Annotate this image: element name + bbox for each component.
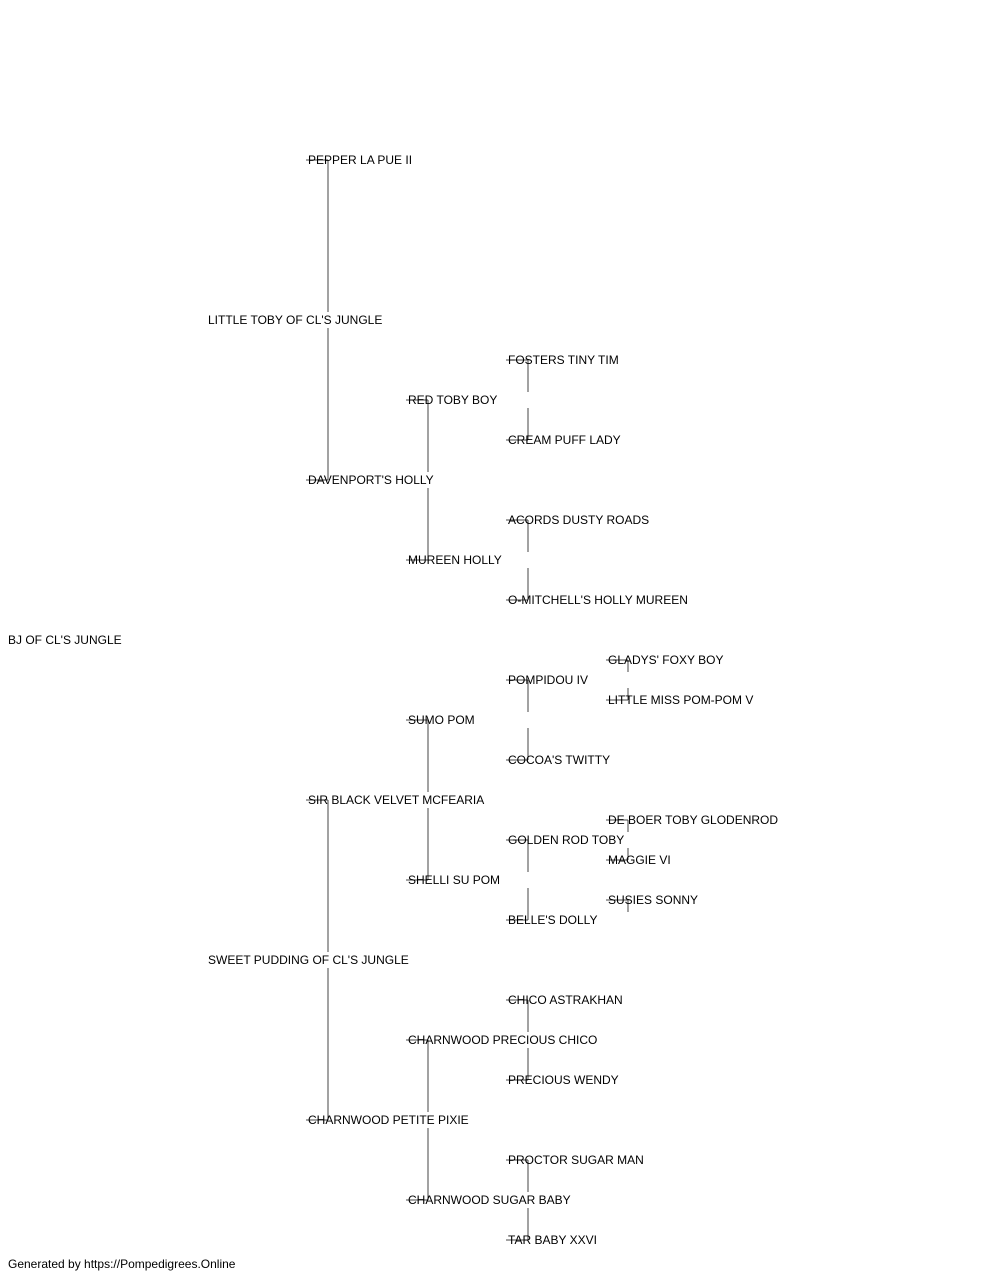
- pedigree-name-dam-sire-sire-sire: POMPIDOU IV: [508, 673, 588, 687]
- pedigree-names: BJ OF CL'S JUNGLE LITTLE TOBY OF CL'S JUN…: [8, 153, 778, 1247]
- pedigree-name-dam-sire-sire-dam: COCOA'S TWITTY: [508, 753, 610, 767]
- pedigree-name-: BJ OF CL'S JUNGLE: [8, 633, 122, 647]
- pedigree-name-dam-dam-dam-sire: PROCTOR SUGAR MAN: [508, 1153, 644, 1167]
- pedigree-name-sire-dam-sire-dam: CREAM PUFF LADY: [508, 433, 621, 447]
- pedigree-name-dam-sire: SIR BLACK VELVET MCFEARIA: [308, 793, 484, 807]
- pedigree-name-dam-dam-sire: CHARNWOOD PRECIOUS CHICO: [408, 1033, 597, 1047]
- pedigree-name-dam: SWEET PUDDING OF CL'S JUNGLE: [208, 953, 409, 967]
- pedigree-name-dam-dam-dam: CHARNWOOD SUGAR BABY: [408, 1193, 571, 1207]
- generated-by-footer: Generated by https://Pompedigrees.Online: [8, 1257, 236, 1271]
- pedigree-name-dam-sire-dam: SHELLI SU POM: [408, 873, 500, 887]
- pedigree-name-dam-sire-dam-sire-dam: MAGGIE VI: [608, 853, 671, 867]
- pedigree-name-dam-sire-dam-sire-sire: DE BOER TOBY GLODENROD: [608, 813, 778, 827]
- pedigree-name-dam-dam-sire-dam: PRECIOUS WENDY: [508, 1073, 619, 1087]
- pedigree-name-sire-dam: DAVENPORT'S HOLLY: [308, 473, 434, 487]
- pedigree-name-dam-dam: CHARNWOOD PETITE PIXIE: [308, 1113, 469, 1127]
- pedigree-name-dam-sire-sire-sire-sire: GLADYS' FOXY BOY: [608, 653, 723, 667]
- pedigree-name-dam-dam-dam-dam: TAR BABY XXVI: [508, 1233, 597, 1247]
- pedigree-name-dam-sire-sire: SUMO POM: [408, 713, 475, 727]
- pedigree-name-dam-dam-sire-sire: CHICO ASTRAKHAN: [508, 993, 623, 1007]
- pedigree-name-dam-sire-sire-sire-dam: LITTLE MISS POM-POM V: [608, 693, 753, 707]
- pedigree-name-sire-sire: PEPPER LA PUE II: [308, 153, 412, 167]
- pedigree-name-sire-dam-dam: MUREEN HOLLY: [408, 553, 502, 567]
- pedigree-name-dam-sire-dam-dam-sire: SUSIES SONNY: [608, 893, 698, 907]
- pedigree-name-sire: LITTLE TOBY OF CL'S JUNGLE: [208, 313, 382, 327]
- pedigree-name-sire-dam-dam-sire: ACORDS DUSTY ROADS: [508, 513, 649, 527]
- pedigree-connectors: [306, 159, 629, 1241]
- pedigree-name-sire-dam-sire: RED TOBY BOY: [408, 393, 497, 407]
- pedigree-name-sire-dam-sire-sire: FOSTERS TINY TIM: [508, 353, 619, 367]
- pedigree-name-sire-dam-dam-dam: O-MITCHELL'S HOLLY MUREEN: [508, 593, 688, 607]
- pedigree-name-dam-sire-dam-sire: GOLDEN ROD TOBY: [508, 833, 624, 847]
- pedigree-name-dam-sire-dam-dam: BELLE'S DOLLY: [508, 913, 597, 927]
